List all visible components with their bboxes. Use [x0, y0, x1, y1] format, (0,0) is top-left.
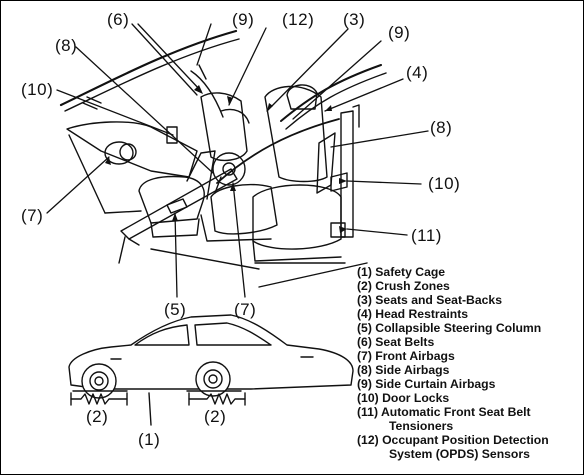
callout-9-right: (9)	[388, 23, 411, 42]
floor-line	[258, 262, 368, 288]
callout-10-left: (10)	[21, 80, 54, 99]
legend-item: (1) Safety Cage	[357, 265, 549, 279]
rear-seat-back	[264, 85, 328, 183]
callout-11: (11)	[411, 226, 442, 245]
callout-10-right: (10)	[428, 174, 461, 193]
legend-item: (8) Side Airbags	[357, 363, 549, 377]
head-restraint	[286, 84, 318, 110]
legend-label: Crush Zones	[375, 279, 450, 293]
driver-seat-belt	[216, 118, 340, 184]
legend-number: (2)	[357, 279, 372, 293]
legend-number: (12)	[357, 433, 379, 447]
dashboard	[66, 121, 198, 178]
legend-number: (10)	[357, 391, 379, 405]
callout-9-top: (9)	[232, 10, 255, 29]
legend-number: (9)	[357, 377, 372, 391]
callout-7-bottom: (7)	[234, 300, 257, 319]
roof-curtain-line	[59, 29, 238, 107]
legend-item: (6) Seat Belts	[357, 335, 549, 349]
callout-6: (6)	[107, 10, 130, 29]
feature-legend: (1) Safety Cage (2) Crush Zones (3) Seat…	[357, 265, 549, 461]
legend-label: Door Locks	[382, 391, 450, 405]
legend-label: Collapsible Steering Column	[375, 321, 542, 335]
legend-item: (9) Side Curtain Airbags	[357, 377, 549, 391]
callout-3: (3)	[343, 10, 366, 29]
callout-7-left: (7)	[21, 206, 44, 225]
legend-item: (10) Door Locks	[357, 391, 549, 405]
passenger-airbag-module	[104, 141, 134, 165]
crush-zone-springs	[70, 392, 246, 406]
legend-label: Side Airbags	[375, 363, 450, 377]
driver-seat	[200, 92, 248, 162]
callout-12: (12)	[282, 10, 315, 29]
legend-number: (8)	[357, 363, 372, 377]
legend-item: (4) Head Restraints	[357, 307, 549, 321]
legend-number: (5)	[357, 321, 372, 335]
legend-number: (1)	[357, 265, 372, 279]
legend-label: Head Restraints	[375, 307, 469, 321]
legend-number: (6)	[357, 335, 372, 349]
callout-5: (5)	[164, 300, 187, 319]
legend-label: Side Curtain Airbags	[375, 377, 496, 391]
legend-label: Occupant Position Detection	[382, 433, 549, 447]
a-pillar	[190, 70, 224, 118]
b-pillar-curtain	[280, 64, 382, 122]
legend-label: Seats and Seat-Backs	[375, 293, 502, 307]
car-side-view	[68, 314, 354, 426]
legend-number: (11)	[357, 405, 379, 419]
legend-label-continued: System (OPDS) Sensors	[389, 447, 530, 461]
legend-label: Automatic Front Seat Belt	[380, 405, 531, 419]
legend-item: (2) Crush Zones	[357, 279, 549, 293]
callout-8-right: (8)	[430, 118, 453, 137]
legend-label: Seat Belts	[375, 335, 435, 349]
b-pillar	[340, 110, 354, 238]
legend-label: Front Airbags	[375, 349, 455, 363]
legend-number: (3)	[357, 293, 372, 307]
callout-4: (4)	[406, 63, 429, 82]
legend-label-continued: Tensioners	[389, 419, 454, 433]
leader-lines	[46, 23, 429, 298]
legend-item: (7) Front Airbags	[357, 349, 549, 363]
legend-number: (4)	[357, 307, 372, 321]
arrowheads	[105, 85, 347, 233]
passenger-seat	[138, 175, 205, 224]
legend-item: (3) Seats and Seat-Backs	[357, 293, 549, 307]
steering-wheel	[212, 152, 246, 186]
callout-8-left: (8)	[55, 36, 78, 55]
callout-2-right: (2)	[204, 407, 227, 426]
legend-label: Safety Cage	[375, 265, 446, 279]
callout-1: (1)	[138, 430, 161, 449]
callout-2-left: (2)	[86, 407, 109, 426]
legend-number: (7)	[357, 349, 372, 363]
steering-column	[120, 168, 238, 240]
legend-item: (5) Collapsible Steering Column	[357, 321, 549, 335]
